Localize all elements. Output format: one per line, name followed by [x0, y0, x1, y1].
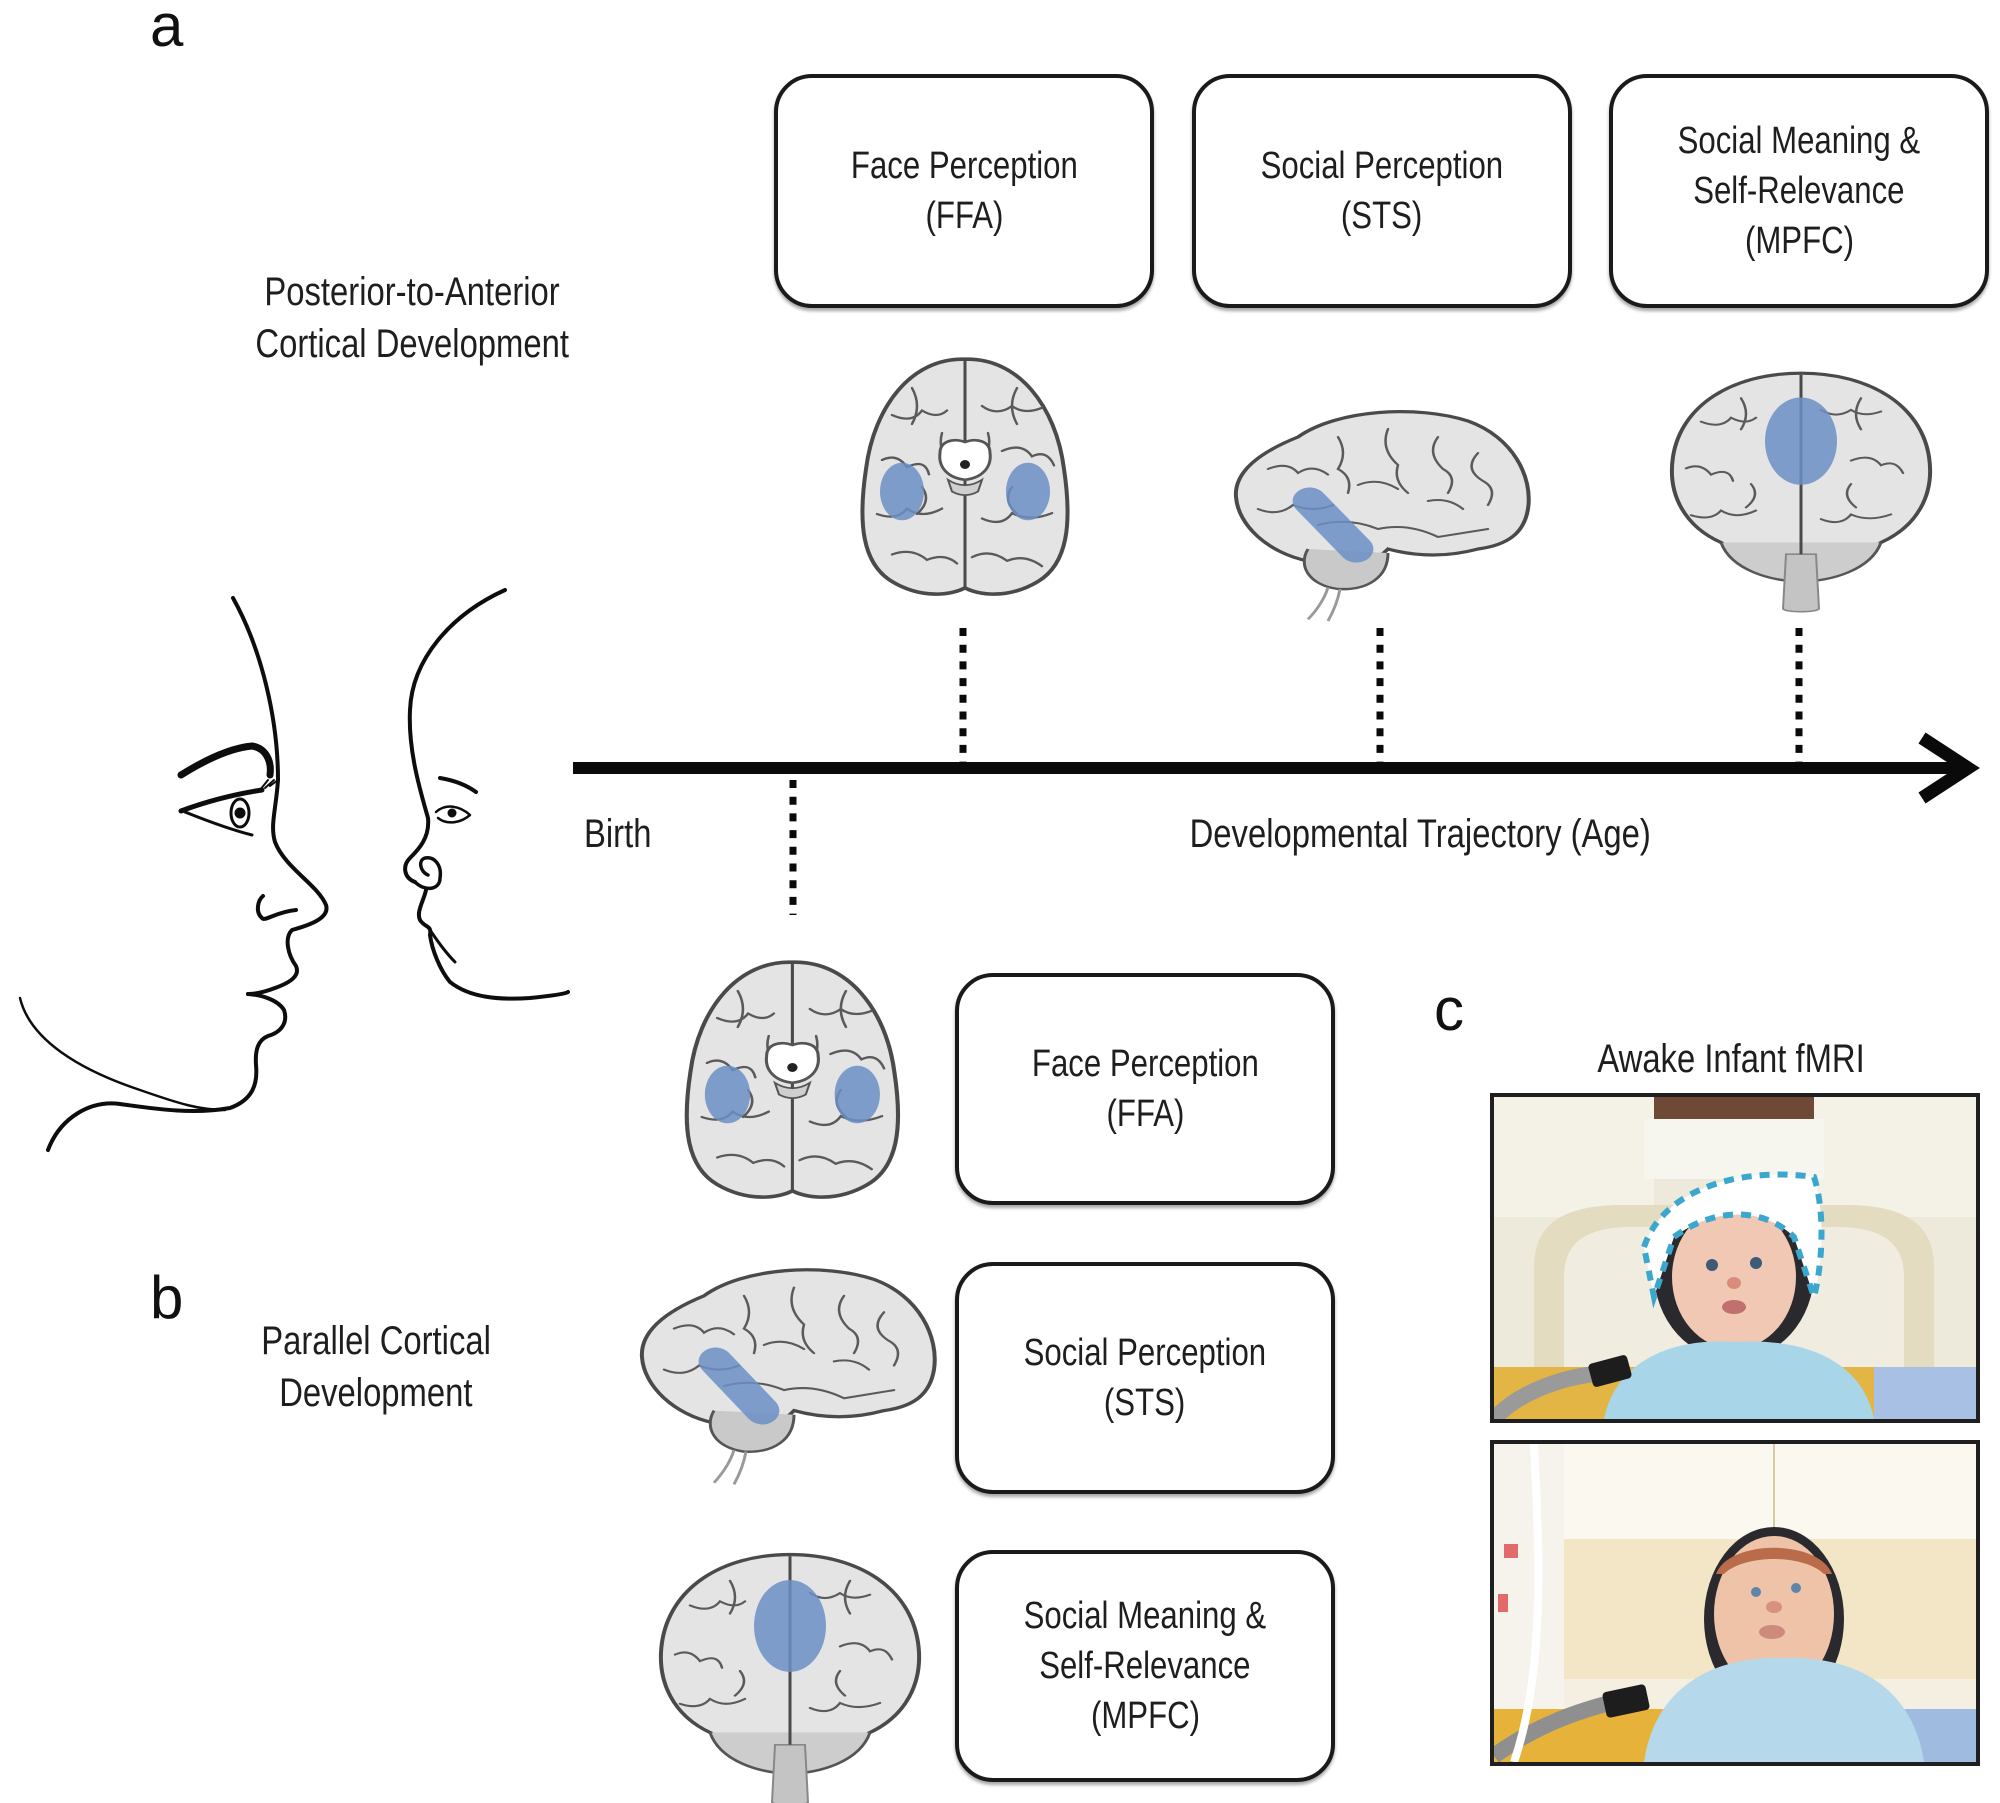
stage-label-line2: Self-Relevance: [1693, 170, 1905, 212]
panel-a-title: Posterior-to-Anterior Cortical Developme…: [212, 266, 612, 370]
stage-label-line3: (MPFC): [1090, 1695, 1200, 1737]
panel-c-title: Awake Infant fMRI: [1597, 1037, 1865, 1081]
infant-fmri-photo-1: [1490, 1093, 1980, 1423]
brain-frontal-mpfc-a: [1669, 371, 1933, 614]
timeline-start-label: Birth: [584, 812, 652, 856]
stage-box-face-perception-b: Face Perception (FFA): [955, 973, 1335, 1205]
stage-label-line2: (STS): [1341, 195, 1423, 237]
brain-ventral-ffa-b: [687, 962, 898, 1197]
stage-label-line1: Social Meaning &: [1023, 1595, 1267, 1637]
panel-b-title: Parallel Cortical Development: [226, 1315, 526, 1419]
infant-fmri-photo-2: [1490, 1440, 1980, 1766]
brain-ventral-ffa-a: [860, 357, 1070, 597]
brain-frontal-mpfc-b: [658, 1552, 922, 1803]
panel-a-title-line2: Cortical Development: [255, 322, 569, 366]
stage-label-line1: Face Perception: [850, 145, 1078, 187]
brain-lateral-sts-b: [639, 1267, 937, 1487]
stage-box-face-perception-a: Face Perception (FFA): [774, 74, 1154, 308]
stage-label-line2: (FFA): [925, 195, 1003, 237]
timeline-arrowhead-icon: [1918, 732, 1980, 804]
stage-label-line3: (MPFC): [1744, 220, 1854, 262]
panel-a-title-line1: Posterior-to-Anterior: [264, 270, 560, 314]
adult-face-profile: [18, 596, 329, 1152]
timeline: [573, 628, 1980, 915]
stage-label-line1: Social Meaning &: [1677, 120, 1921, 162]
timeline-axis-label: Developmental Trajectory (Age): [1189, 812, 1651, 856]
stage-box-social-meaning-b: Social Meaning & Self-Relevance (MPFC): [955, 1550, 1335, 1782]
photo-2-image: [1494, 1444, 1976, 1762]
photo-1-image: [1494, 1097, 1976, 1419]
stage-label-line2: (FFA): [1106, 1093, 1184, 1135]
stage-box-social-meaning-a: Social Meaning & Self-Relevance (MPFC): [1609, 74, 1989, 308]
panel-b-title-line1: Parallel Cortical: [261, 1319, 491, 1363]
stage-box-social-perception-a: Social Perception (STS): [1192, 74, 1572, 308]
stage-box-social-perception-b: Social Perception (STS): [955, 1262, 1335, 1494]
panel-b-title-line2: Development: [279, 1371, 473, 1415]
stage-label-line1: Social Perception: [1023, 1332, 1267, 1374]
stage-label-line1: Face Perception: [1031, 1043, 1259, 1085]
stage-label-line2: (STS): [1104, 1382, 1186, 1424]
brain-lateral-sts-a: [1233, 409, 1531, 623]
infant-face-profile: [403, 588, 570, 1001]
stage-label-line2: Self-Relevance: [1039, 1645, 1251, 1687]
stage-label-line1: Social Perception: [1260, 145, 1504, 187]
panel-a-letter: a: [150, 0, 184, 59]
panel-c-letter: c: [1434, 976, 1464, 1043]
panel-b-letter: b: [150, 1264, 184, 1331]
faces-illustration: [18, 588, 570, 1152]
